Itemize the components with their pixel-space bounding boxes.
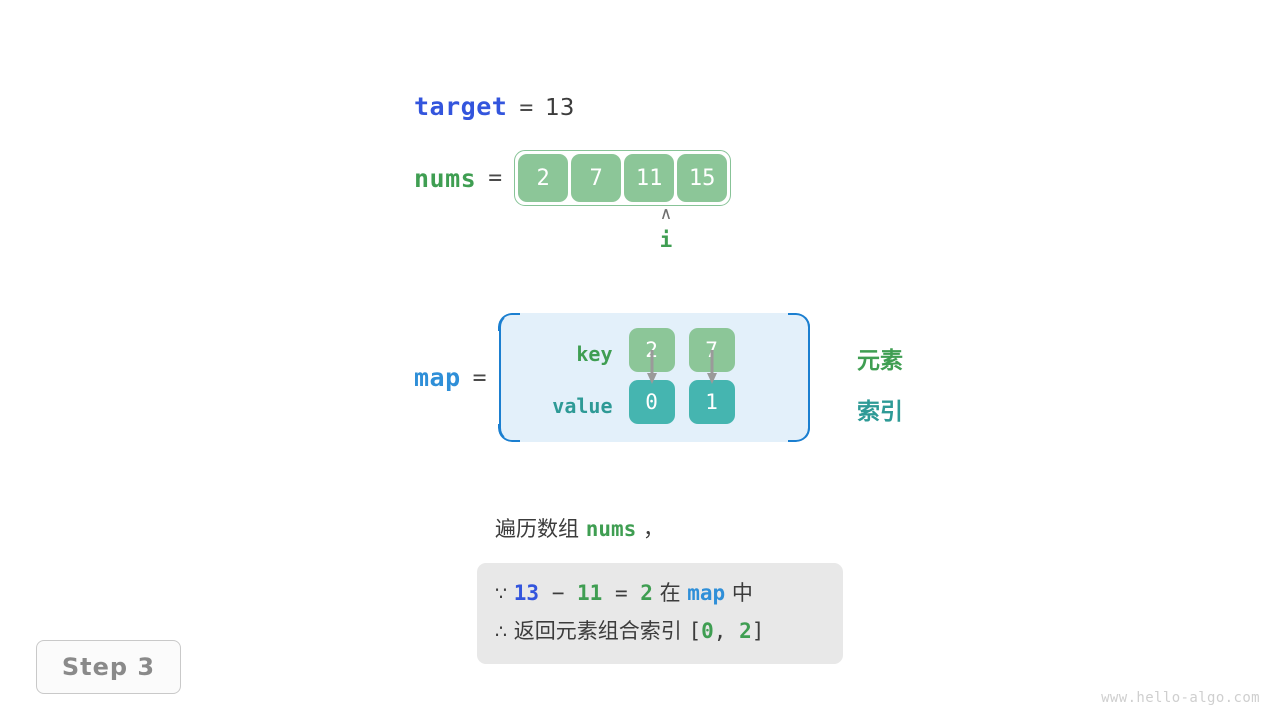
map-entry: 7 1 <box>688 328 735 424</box>
watermark: www.hello-algo.com <box>1101 690 1260 706</box>
conclusion-line-premise: ∵ 13 − 11 = 2 在 map 中 <box>495 575 825 613</box>
therefore-symbol: ∴ <box>495 621 508 643</box>
caret-up-icon: ∧ <box>659 204 673 224</box>
result-separator: , <box>713 619 740 643</box>
nums-variable-label: nums <box>414 163 477 193</box>
map-columns: 2 0 7 1 <box>628 328 735 424</box>
premise-mid-text: 在 <box>652 581 688 605</box>
map-row: map = key value 2 0 7 1 <box>414 313 810 442</box>
premise-end-text: 中 <box>725 581 753 605</box>
target-value: 13 <box>545 95 575 121</box>
caption-prefix: 遍历数组 <box>495 517 586 541</box>
caption-traverse-array: 遍历数组 nums ， <box>495 513 664 543</box>
array-cell: 11 <box>624 154 675 202</box>
premise-complement-value: 2 <box>640 581 653 605</box>
pointer-label-i: i <box>659 228 673 252</box>
annotation-index: 索引 <box>857 399 903 425</box>
because-symbol: ∵ <box>495 583 508 605</box>
target-row: target = 13 <box>414 92 574 121</box>
nums-array-container: 2 7 11 15 <box>514 150 732 206</box>
premise-minus-sign: − <box>539 581 578 605</box>
index-pointer: ∧ i <box>640 205 692 253</box>
premise-element-value: 11 <box>577 581 603 605</box>
target-variable-label: target <box>414 92 508 121</box>
nums-equals-sign: = <box>488 165 503 191</box>
premise-map-keyword: map <box>687 581 726 605</box>
result-text: 返回元素组合索引 <box>507 619 689 643</box>
conclusion-box: ∵ 13 − 11 = 2 在 map 中 ∴ 返回元素组合索引 [ 0 , 2… <box>477 563 843 664</box>
array-cell: 15 <box>677 154 728 202</box>
result-index-first: 0 <box>701 619 714 643</box>
map-value-cell: 0 <box>628 380 675 424</box>
caption-suffix: ， <box>636 517 664 541</box>
array-cell: 7 <box>571 154 622 202</box>
array-cell: 2 <box>518 154 569 202</box>
map-key-cell: 2 <box>628 328 675 372</box>
spacer-text <box>507 575 514 612</box>
result-bracket-open: [ <box>688 619 702 643</box>
annotation-element: 元素 <box>857 348 903 374</box>
premise-target-value: 13 <box>513 581 540 605</box>
premise-equals-sign: = <box>602 581 641 605</box>
map-value-cell: 1 <box>688 380 735 424</box>
result-index-second: 2 <box>739 619 752 643</box>
result-bracket-close: ] <box>751 619 765 643</box>
map-key-row-label: key <box>576 342 613 366</box>
map-value-row-label: value <box>552 394 613 418</box>
nums-row: nums = 2 7 11 15 <box>414 150 732 206</box>
map-equals-sign: = <box>472 364 487 391</box>
step-badge: Step 3 <box>36 640 181 694</box>
target-equals-sign: = <box>519 95 534 121</box>
caption-keyword-nums: nums <box>585 517 637 541</box>
hash-map-container: key value 2 0 7 1 <box>498 313 810 442</box>
conclusion-line-result: ∴ 返回元素组合索引 [ 0 , 2 ] <box>495 613 825 651</box>
map-entry: 2 0 <box>628 328 675 424</box>
map-key-cell: 7 <box>688 328 735 372</box>
map-variable-label: map <box>414 363 461 392</box>
